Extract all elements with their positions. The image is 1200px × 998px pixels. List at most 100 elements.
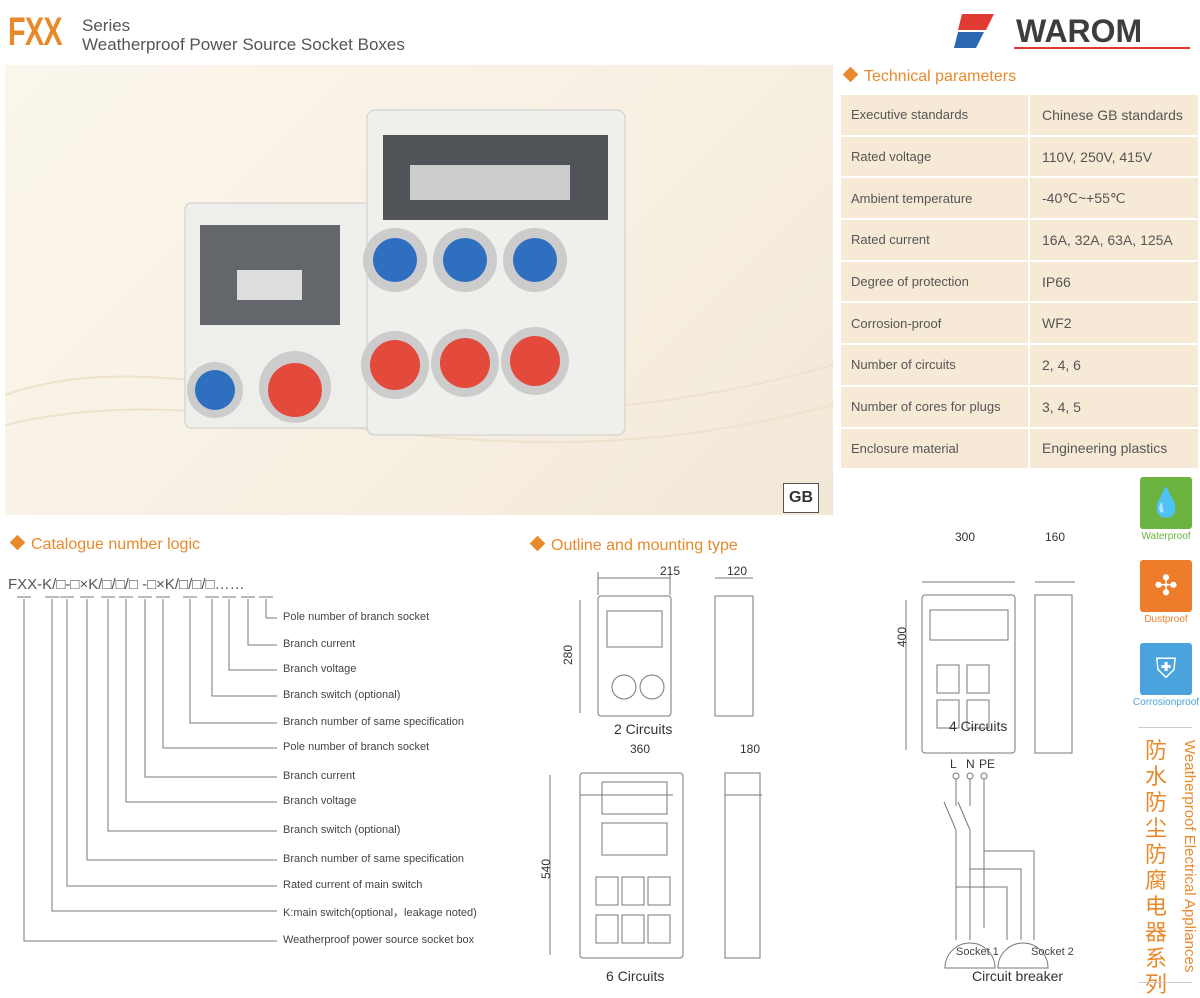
leader-line	[107, 599, 277, 832]
catalogue-heading: Catalogue number logic	[8, 534, 200, 554]
catalogue-label: Rated current of main switch	[283, 879, 423, 891]
catalogue-leader-lines	[17, 596, 277, 942]
diamond-icon	[9, 534, 26, 551]
dim-6c-width: 360	[630, 742, 651, 756]
label-socket-1: Socket 1	[956, 946, 999, 958]
caption-circuit-breaker: Circuit breaker	[972, 968, 1064, 984]
leader-line	[189, 599, 277, 724]
catalogue-label: Pole number of branch socket	[283, 611, 430, 623]
dim-2c-depth: 120	[727, 564, 748, 578]
dim-6c-depth: 180	[740, 742, 761, 756]
side-title-en: Weatherproof Electrical Appliances	[1181, 740, 1198, 973]
leader-line	[211, 599, 277, 697]
param-label: Rated voltage	[841, 136, 1028, 177]
leader-line	[162, 599, 277, 749]
caption-6-circuits: 6 Circuits	[606, 968, 665, 984]
param-row: Ambient temperature-40℃~+55℃	[841, 178, 1198, 219]
dim-2c-height: 280	[561, 644, 576, 666]
socket-box-illustration	[5, 109, 833, 444]
side-title-cn: 防水防尘防腐电器系列	[1145, 738, 1168, 997]
water-drop-icon: 💧	[1140, 477, 1192, 529]
outline-drawings	[549, 572, 1075, 969]
dim-4c-width: 300	[955, 530, 976, 544]
drawing-6-circuits	[549, 772, 762, 959]
catalogue-label: K:main switch(optional，leakage noted)	[283, 907, 477, 919]
param-value: -40℃~+55℃	[1030, 178, 1198, 219]
param-label: Executive standards	[841, 95, 1028, 135]
circuit-breaker-schematic	[943, 772, 1049, 969]
divider	[1138, 982, 1192, 983]
param-value: 2, 4, 6	[1030, 345, 1198, 385]
dim-6c-height: 540	[539, 858, 554, 880]
series-title: Series Weatherproof Power Source Socket …	[82, 16, 405, 54]
param-label: Number of cores for plugs	[841, 386, 1028, 427]
divider	[1138, 727, 1192, 728]
series-word: Series	[82, 16, 131, 35]
fan-icon: ✣	[1140, 560, 1192, 612]
feature-label: Dustproof	[1144, 614, 1188, 625]
dim-2c-width: 215	[660, 564, 681, 578]
catalogue-label: Branch number of same specification	[283, 853, 464, 865]
leader-line	[265, 599, 277, 619]
param-label: Rated current	[841, 220, 1028, 260]
technical-parameters-heading: Technical parameters	[841, 66, 1016, 86]
param-label: Enclosure material	[841, 428, 1028, 469]
diamond-icon	[842, 66, 859, 83]
param-label: Degree of protection	[841, 261, 1028, 302]
warom-logo: WAROM	[954, 13, 1190, 49]
leader-line	[23, 599, 277, 942]
outline-title: Outline and mounting type	[551, 537, 738, 554]
param-label: Number of circuits	[841, 345, 1028, 385]
catalogue-label: Branch current	[283, 770, 356, 782]
catalogue-label: Pole number of branch socket	[283, 741, 430, 753]
dim-4c-height: 400	[895, 626, 910, 648]
label-N: N	[966, 757, 975, 771]
catalogue-label: Branch switch (optional)	[283, 824, 401, 836]
catalogue-title: Catalogue number logic	[31, 536, 200, 553]
leader-line	[51, 599, 277, 912]
caption-2-circuits: 2 Circuits	[614, 721, 673, 737]
catalogue-code: FXX-K/□-□×K/□/□/□ -□×K/□/□/□……	[8, 576, 245, 593]
product-photo	[5, 65, 833, 515]
feature-label: Corrosionproof	[1132, 697, 1200, 708]
gb-badge: GB	[783, 483, 819, 513]
series-subtitle: Weatherproof Power Source Socket Boxes	[82, 35, 405, 54]
catalogue-label: Branch number of same specification	[283, 716, 464, 728]
drawing-4-circuits	[905, 581, 1075, 754]
label-socket-2: Socket 2	[1031, 946, 1074, 958]
catalogue-label: Weatherproof power source socket box	[283, 934, 475, 946]
drawing-2-circuits	[579, 572, 754, 717]
series-code: FXX	[8, 10, 63, 54]
caption-4-circuits: 4 Circuits	[949, 718, 1008, 734]
param-value: Engineering plastics	[1030, 428, 1198, 469]
catalogue-label: Branch switch (optional)	[283, 689, 401, 701]
brand-text: WAROM	[1016, 13, 1142, 49]
param-value: 16A, 32A, 63A, 125A	[1030, 220, 1198, 260]
shield-icon: ⛨	[1140, 643, 1192, 695]
param-value: IP66	[1030, 261, 1198, 302]
leader-line	[125, 599, 277, 803]
label-L: L	[950, 757, 957, 771]
leader-line	[247, 599, 277, 646]
param-value: 110V, 250V, 415V	[1030, 136, 1198, 177]
param-value: Chinese GB standards	[1030, 95, 1198, 135]
param-value: WF2	[1030, 303, 1198, 344]
catalogue-label: Branch current	[283, 638, 356, 650]
outline-heading: Outline and mounting type	[528, 535, 738, 555]
leader-line	[228, 599, 277, 671]
param-label: Corrosion-proof	[841, 303, 1028, 344]
catalogue-label: Branch voltage	[283, 795, 357, 807]
leader-line	[86, 599, 277, 861]
catalogue-label: Branch voltage	[283, 663, 357, 675]
param-label: Ambient temperature	[841, 178, 1028, 219]
dim-4c-depth: 160	[1045, 530, 1066, 544]
feature-label: Waterproof	[1141, 531, 1191, 542]
